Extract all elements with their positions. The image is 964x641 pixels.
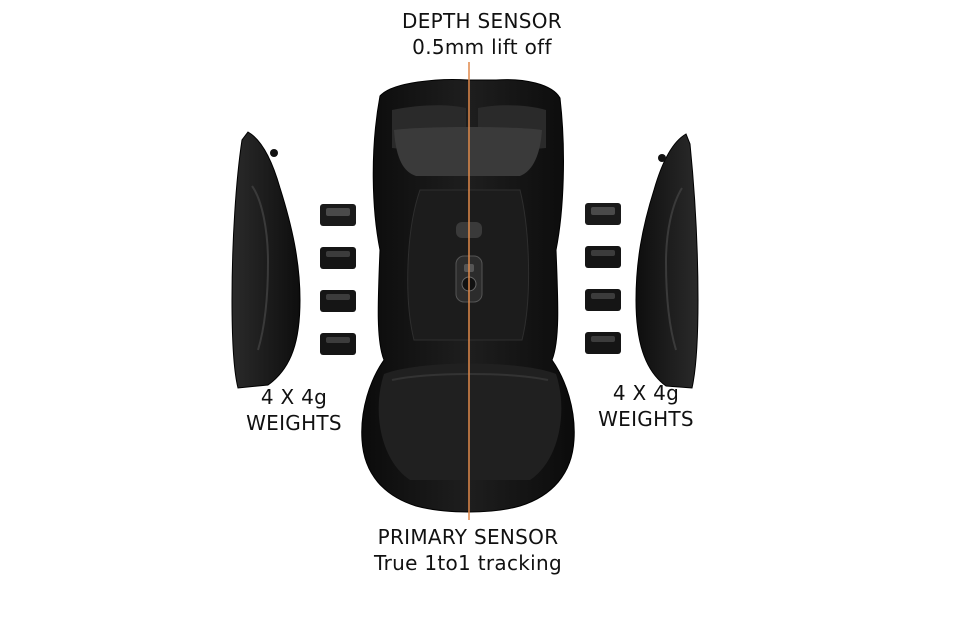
weight [585,332,621,354]
weights-left-count: 4 X 4g [260,385,328,409]
weight [585,246,621,268]
weights-left-title: WEIGHTS [246,411,342,435]
weights-right-count: 4 X 4g [612,381,680,405]
depth-sensor-label: DEPTH SENSOR 0.5mm lift off [332,8,632,60]
weight [320,333,356,355]
weights-right-title: WEIGHTS [598,407,694,431]
depth-sensor-title: DEPTH SENSOR [402,9,562,33]
primary-sensor-label: PRIMARY SENSOR True 1to1 tracking [318,524,618,576]
left-weights [320,204,356,355]
weight [320,247,356,269]
depth-sensor-subtitle: 0.5mm lift off [412,35,552,59]
weight [320,290,356,312]
right-side-panel [635,133,699,389]
mouse-underside [361,79,575,513]
left-side-panel [231,131,301,389]
right-weights [585,203,621,354]
weight [585,289,621,311]
weights-left-label: 4 X 4g WEIGHTS [214,384,374,436]
primary-sensor-subtitle: True 1to1 tracking [374,551,562,575]
primary-sensor-title: PRIMARY SENSOR [377,525,559,549]
weights-right-label: 4 X 4g WEIGHTS [566,380,726,432]
